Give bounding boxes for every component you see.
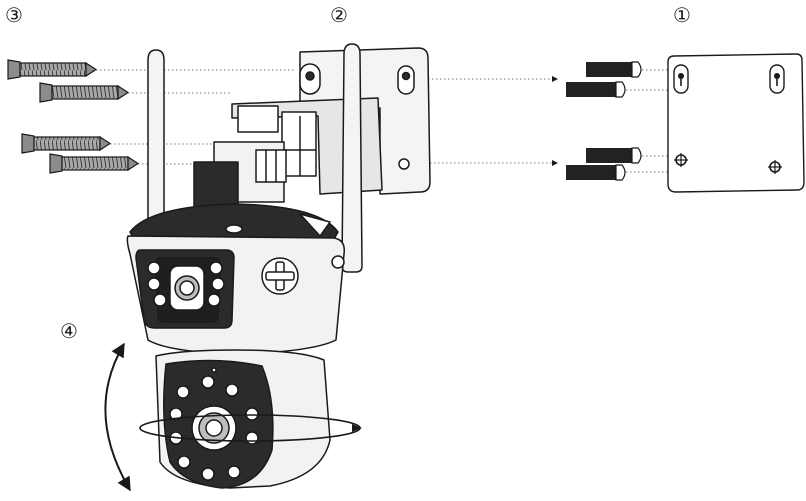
screw-2 — [40, 83, 128, 102]
camera-assembly — [127, 44, 430, 488]
antenna-left — [148, 50, 164, 230]
wall-anchor-1 — [586, 62, 641, 77]
keyhole-slot-left — [674, 65, 688, 93]
keyhole-slot-right — [770, 65, 784, 93]
wall-anchor-3 — [586, 148, 641, 163]
screw-1 — [8, 60, 96, 79]
camera-upper-body — [127, 236, 344, 354]
wall-anchor-2 — [566, 82, 625, 97]
drill-template — [668, 54, 804, 192]
vertical-tilt-icon — [105, 344, 130, 490]
wall-anchor-4 — [566, 165, 625, 180]
screw-group — [8, 60, 138, 173]
wall-anchor-group — [566, 62, 641, 180]
screw-4 — [50, 154, 138, 173]
cable-connector — [194, 142, 286, 214]
antenna-right — [342, 44, 362, 272]
camera-lower-ball — [156, 350, 330, 488]
screw-3 — [22, 134, 110, 153]
